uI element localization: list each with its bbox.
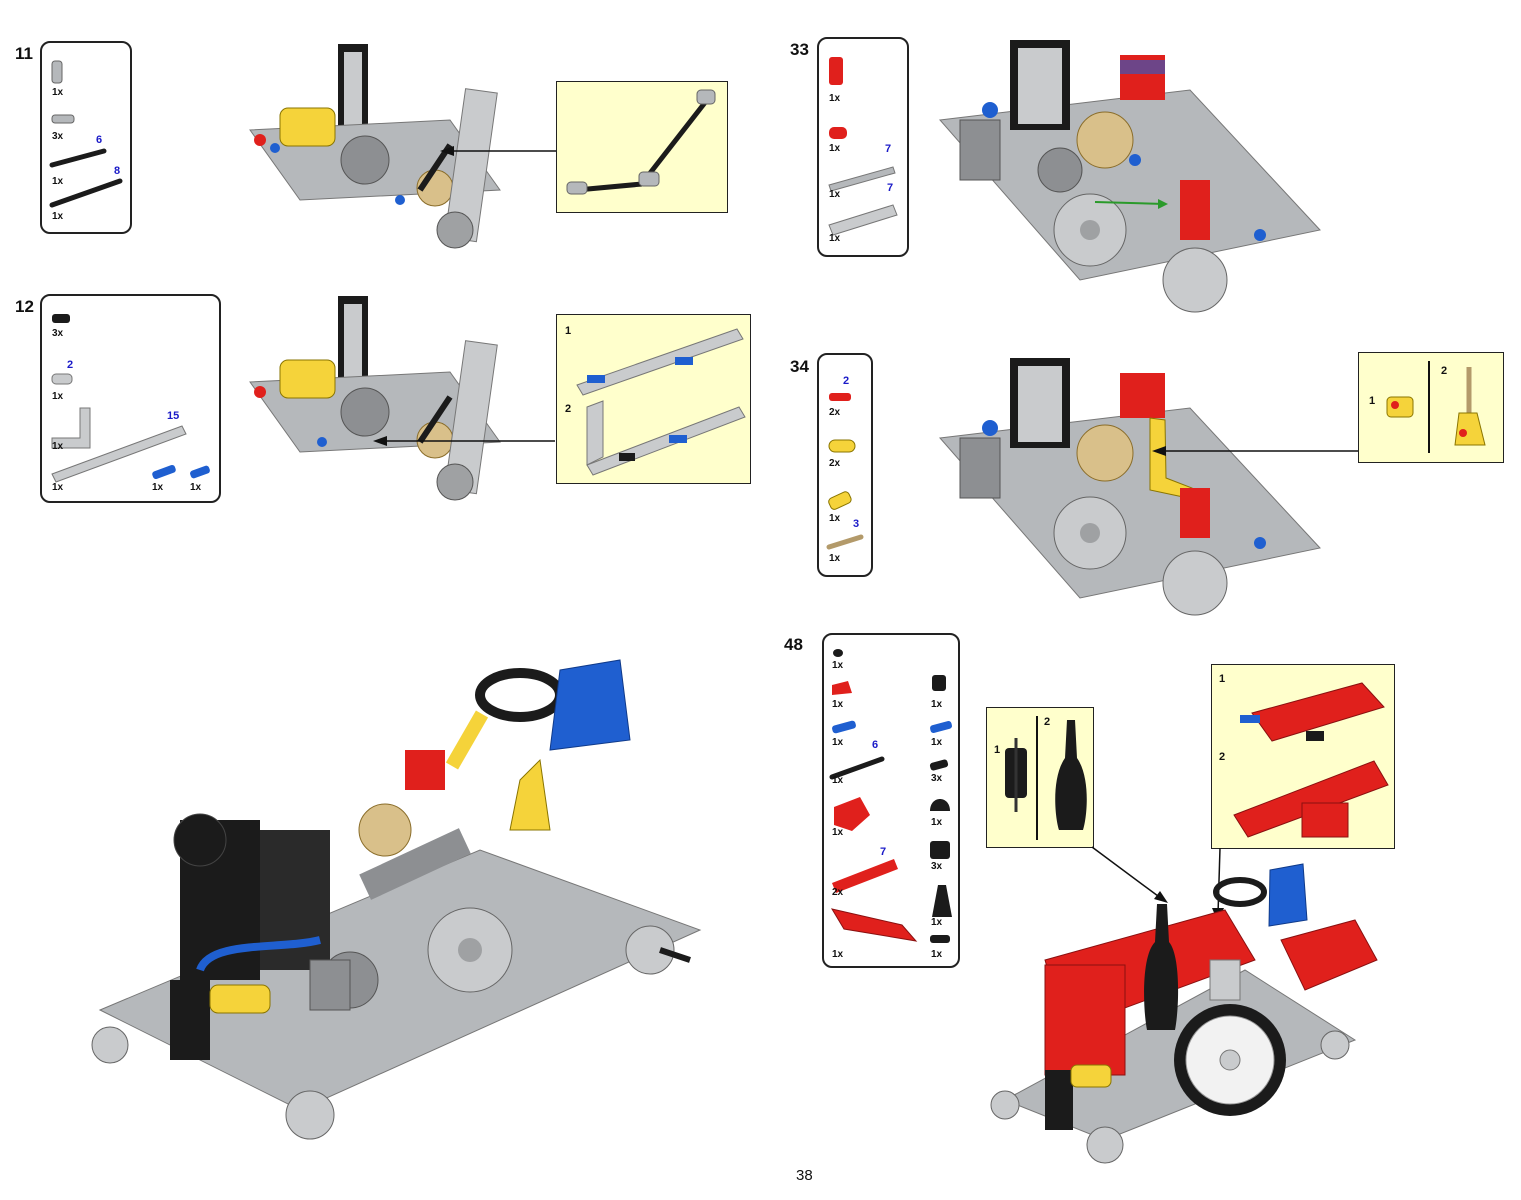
part-qty: 2x	[832, 887, 844, 898]
step-11-callout	[556, 81, 728, 213]
step-34-number: 34	[790, 357, 809, 376]
step-34-callout-arrow	[1152, 446, 1360, 456]
step-12-parts-icons	[51, 314, 210, 483]
part-length: 3	[853, 518, 860, 530]
callout-substep: 1	[994, 744, 1001, 756]
part-qty: 1x	[832, 699, 844, 710]
part-length: 7	[880, 846, 887, 858]
part-qty: 1x	[52, 441, 64, 452]
callout-substep: 2	[1441, 365, 1448, 377]
part-qty: 1x	[52, 176, 64, 187]
part-qty: 1x	[832, 737, 844, 748]
connector-part-icon	[51, 114, 75, 124]
part-qty: 1x	[829, 513, 841, 524]
part-length: 8	[114, 165, 121, 177]
part-qty: 1x	[829, 93, 841, 104]
part-qty: 1x	[829, 233, 841, 244]
callout-substep: 2	[565, 403, 572, 415]
gear	[340, 135, 390, 185]
part-qty: 1x	[832, 949, 844, 960]
part-qty: 1x	[52, 87, 64, 98]
part-length: 2	[67, 359, 74, 371]
yellow-cylinder	[279, 107, 336, 147]
step-33-parts-list: 1x 1x 7 1x 7 1x	[817, 37, 909, 257]
part-qty: 3x	[931, 773, 943, 784]
axle-6-icon	[49, 148, 107, 168]
step-12-number: 12	[15, 297, 34, 316]
part-qty: 3x	[931, 861, 943, 872]
step-11-parts-list: 1x 3x 6 1x 8 1x	[40, 41, 132, 234]
part-qty: 3x	[52, 131, 64, 142]
step-33-parts-icons	[828, 57, 898, 236]
part-qty: 1x	[931, 817, 943, 828]
part-qty: 1x	[931, 737, 943, 748]
part-length: 6	[96, 134, 103, 146]
part-qty: 1x	[829, 143, 841, 154]
step-11-model-illustration	[249, 44, 501, 249]
step-48-callout-a-arrow	[1091, 846, 1168, 903]
callout-substep: 1	[1219, 673, 1226, 685]
step-34-callout: 1 2	[1358, 352, 1504, 463]
step-34-model-illustration	[938, 358, 1321, 616]
part-qty: 2x	[829, 407, 841, 418]
step-12-model-illustration	[249, 296, 501, 501]
part-length: 6	[872, 739, 879, 751]
page-number: 38	[796, 1167, 813, 1184]
part-qty: 3x	[52, 328, 64, 339]
callout-substep: 2	[1219, 751, 1226, 763]
part-qty: 1x	[931, 699, 943, 710]
step-33-model-illustration	[938, 40, 1321, 313]
step-12-callout-arrow	[373, 436, 555, 446]
axle-8-icon	[49, 178, 123, 208]
part-qty: 1x	[829, 189, 841, 200]
part-qty: 1x	[52, 211, 64, 222]
pin-part-icon	[51, 60, 63, 84]
part-qty: 1x	[190, 482, 202, 493]
step-12-callout: 1 2	[556, 314, 751, 484]
step-48-parts-icons	[829, 649, 952, 943]
part-qty: 1x	[829, 553, 841, 564]
step-12-parts-list: 3x 2 1x 1x 15 1x 1x 1x	[40, 294, 221, 503]
part-qty: 1x	[931, 949, 943, 960]
step-48-parts-list: 1x 1x 1x 6 1x 1x 7 2x 1x 1x 1x 3x 1x 3x …	[822, 633, 960, 968]
part-qty: 1x	[52, 482, 64, 493]
step-11-number: 11	[15, 44, 33, 63]
callout-substep: 1	[565, 325, 572, 337]
callout-substep: 1	[1369, 395, 1376, 407]
part-length: 2	[843, 375, 850, 387]
part-length: 15	[167, 410, 180, 422]
part-qty: 1x	[52, 391, 64, 402]
step-48-model-illustration	[990, 863, 1378, 1164]
part-qty: 1x	[832, 660, 844, 671]
step-33-number: 33	[790, 40, 809, 59]
step-11-parts-icons	[49, 60, 123, 208]
step-48-callout-a: 1 2	[986, 707, 1094, 848]
part-qty: 2x	[829, 458, 841, 469]
part-qty: 1x	[832, 775, 844, 786]
part-length: 7	[885, 143, 892, 155]
part-qty: 1x	[832, 827, 844, 838]
step-34-parts-list: 2 2x 2x 1x 3 1x	[817, 353, 873, 577]
part-qty: 1x	[152, 482, 164, 493]
step-11-callout-arrow	[440, 146, 557, 156]
step-34-parts-icons	[826, 393, 864, 550]
large-model-illustration	[91, 659, 702, 1140]
part-qty: 1x	[931, 917, 943, 928]
part-length: 7	[887, 182, 894, 194]
callout-substep: 2	[1044, 716, 1051, 728]
step-48-number: 48	[784, 635, 803, 654]
step-48-callout-b: 1 2	[1211, 664, 1395, 849]
